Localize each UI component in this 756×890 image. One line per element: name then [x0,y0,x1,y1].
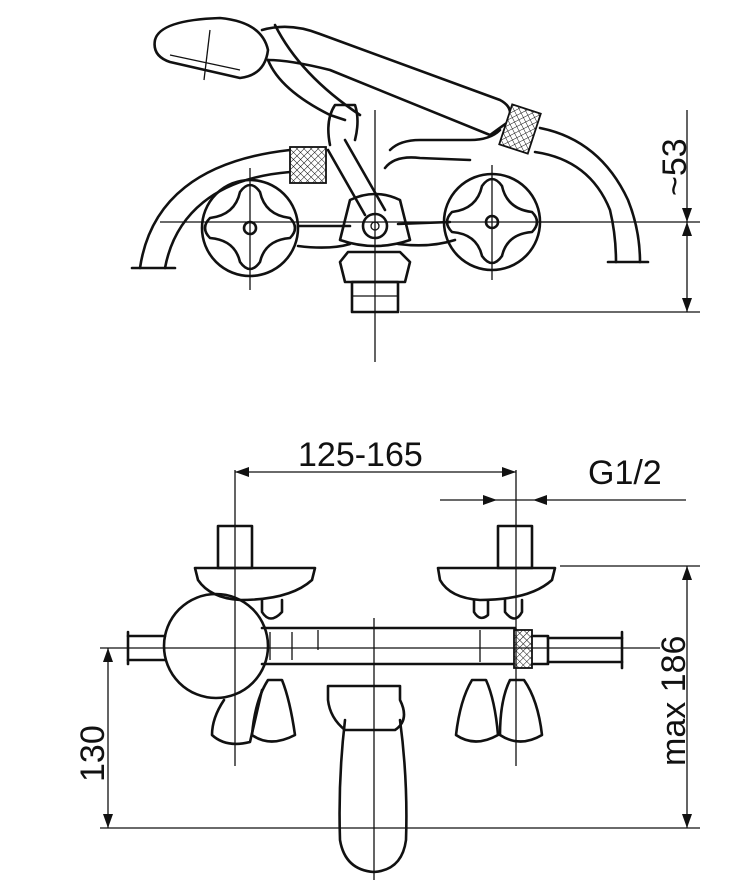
front-left-handle-a [210,688,264,746]
right-wall-flange [436,566,557,602]
front-right-handle-b [498,678,544,743]
right-cross-handle [445,177,539,265]
front-right-handle-a [454,678,500,743]
dim-inlet-height: 130 [74,725,112,782]
right-inlet-thread [496,524,534,570]
left-cross-handle [203,183,297,271]
dim-max-height: max 186 [655,636,693,766]
front-spout [338,718,408,874]
front-knurled-nut [513,629,533,669]
front-view: 125-165 G1/2 [74,436,700,880]
dim-center-distance: 125-165 [298,436,423,474]
front-diverter-block [326,684,406,732]
left-knurled-nut [289,146,327,184]
dim-thread: G1/2 [588,454,662,492]
left-body-sphere [162,592,270,700]
front-left-handle-b [250,678,297,743]
dim-handshower-height: ~53 [656,138,694,196]
outlet-nut [338,250,412,284]
top-view: ~53 [130,16,700,362]
right-knurled-coupling [498,103,542,155]
hand-shower-head [153,16,270,80]
